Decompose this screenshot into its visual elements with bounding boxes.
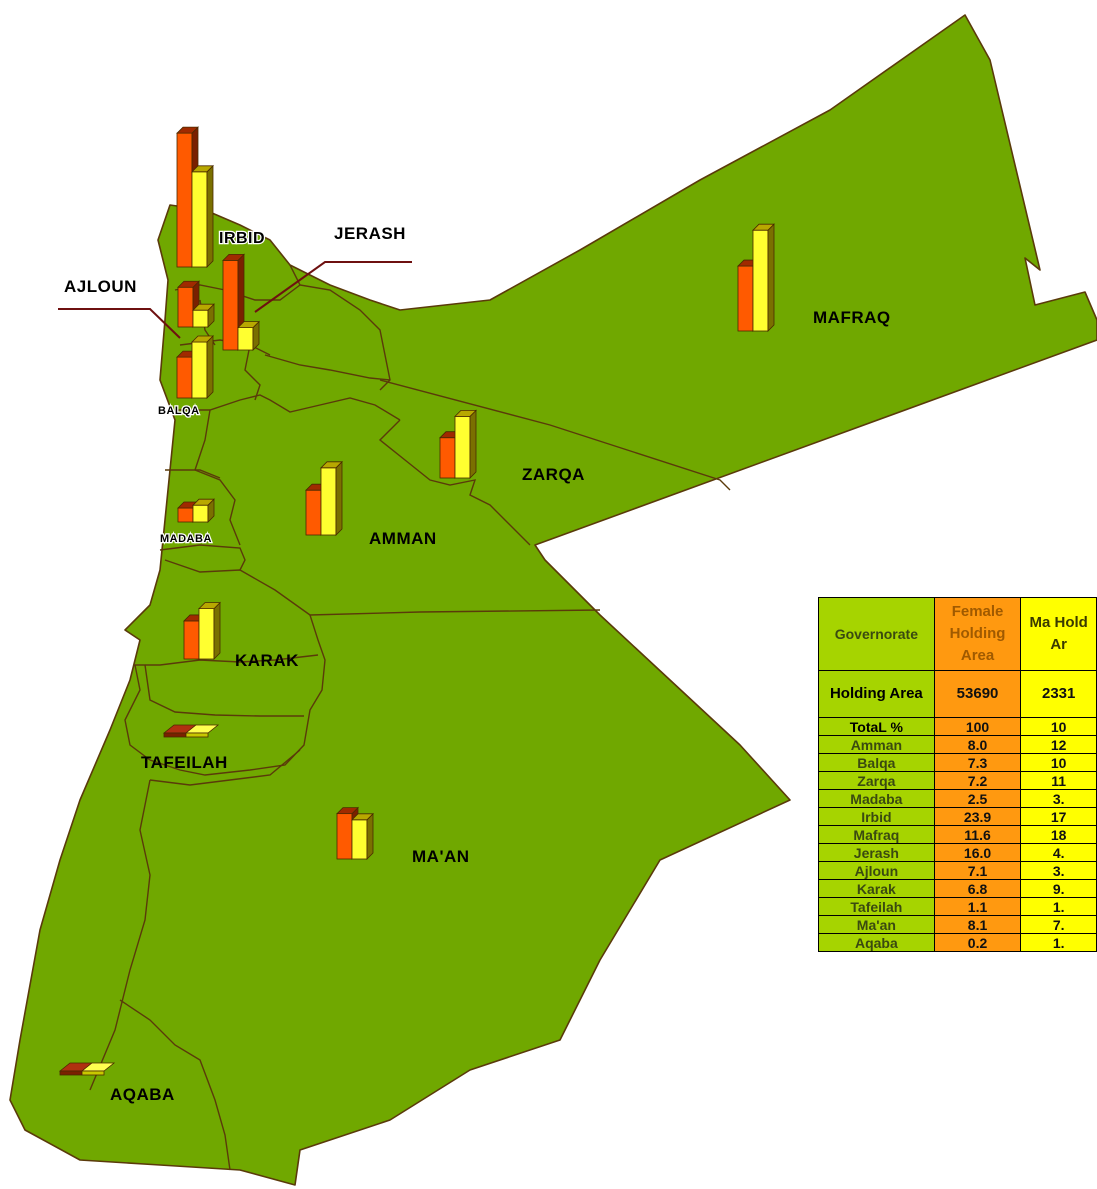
bar-male-aqaba — [80, 1062, 116, 1076]
bar-male-jerash — [237, 320, 260, 351]
governorate-cell: Ajloun — [818, 861, 935, 880]
female-value-cell: 6.8 — [933, 879, 1022, 898]
bar-male-karak — [198, 601, 221, 660]
governorate-cell: Aqaba — [818, 933, 935, 952]
bar-male-irbid — [191, 164, 214, 268]
female-value-cell: 0.2 — [933, 933, 1022, 952]
label-maan: MA'AN — [412, 847, 470, 866]
bar-male-balqa — [191, 335, 214, 399]
governorate-cell: Karak — [818, 879, 935, 898]
label-jerash: JERASH — [334, 224, 406, 243]
label-aqaba: AQABA — [110, 1085, 175, 1104]
total-row: TotaL % 100 10 — [818, 717, 1097, 736]
bar-male-tafeilah — [184, 724, 220, 738]
bar-male-maan — [351, 812, 374, 860]
governorate-cell: Amman — [818, 735, 935, 754]
female-value-cell: 8.0 — [933, 735, 1022, 754]
male-value-cell: 3. — [1020, 789, 1097, 808]
holding-area-label: Holding Area — [818, 670, 935, 718]
governorate-cell: Zarqa — [818, 771, 935, 790]
governorate-labels: IRBID JERASH AJLOUN BALQA MAFRAQ ZARQA M… — [64, 224, 891, 1104]
governorate-cell: Irbid — [818, 807, 935, 826]
governorate-cell: Balqa — [818, 753, 935, 772]
male-value-cell: 1. — [1020, 897, 1097, 916]
female-value-cell: 7.2 — [933, 771, 1022, 790]
female-value-cell: 11.6 — [933, 825, 1022, 844]
governorate-cell: Jerash — [818, 843, 935, 862]
bar-chart-overlay — [58, 126, 775, 1076]
male-value-cell: 9. — [1020, 879, 1097, 898]
male-value-cell: 18 — [1020, 825, 1097, 844]
total-label: TotaL % — [818, 717, 935, 736]
female-value-cell: 8.1 — [933, 915, 1022, 934]
label-amman: AMMAN — [369, 529, 437, 548]
jordan-outline — [9, 14, 1097, 1186]
male-value-cell: 17 — [1020, 807, 1097, 826]
ajloun-leader-line — [58, 308, 181, 339]
label-zarqa: ZARQA — [522, 465, 585, 484]
label-ajloun: AJLOUN — [64, 277, 137, 296]
female-value-cell: 7.3 — [933, 753, 1022, 772]
governorate-cell: Mafraq — [818, 825, 935, 844]
governorate-cell: Tafeilah — [818, 897, 935, 916]
header-governorate: Governorate — [818, 597, 935, 671]
label-balqa: BALQA — [158, 405, 200, 417]
male-value-cell: 10 — [1020, 753, 1097, 772]
male-value-cell: 7. — [1020, 915, 1097, 934]
label-irbid: IRBID — [219, 230, 265, 247]
male-value-cell: 11 — [1020, 771, 1097, 790]
female-value-cell: 16.0 — [933, 843, 1022, 862]
bar-male-ajloun — [192, 303, 215, 328]
bar-male-mafraq — [752, 223, 775, 332]
holding-area-female: 53690 — [933, 670, 1022, 718]
governorate-cell: Madaba — [818, 789, 935, 808]
female-value-cell: 7.1 — [933, 861, 1022, 880]
header-male: Ma Hold Ar — [1020, 597, 1097, 671]
male-value-cell: 4. — [1020, 843, 1097, 862]
female-value-cell: 2.5 — [933, 789, 1022, 808]
table-header-row: Governorate Female Holding Area Ma Hold … — [818, 597, 1097, 671]
female-value-cell: 1.1 — [933, 897, 1022, 916]
bar-male-zarqa — [454, 409, 477, 479]
holding-area-male: 2331 — [1020, 670, 1097, 718]
label-madaba: MADABA — [160, 533, 212, 545]
header-female: Female Holding Area — [933, 597, 1022, 671]
governorate-borders — [89, 264, 731, 1171]
female-value-cell: 23.9 — [933, 807, 1022, 826]
label-tafeilah: TAFEILAH — [141, 753, 228, 772]
label-karak: KARAK — [235, 651, 299, 670]
male-value-cell: 12 — [1020, 735, 1097, 754]
male-value-cell: 1. — [1020, 933, 1097, 952]
jerash-leader-line — [254, 261, 412, 313]
label-mafraq: MAFRAQ — [813, 308, 891, 327]
holding-area-row: Holding Area 53690 2331 — [818, 670, 1097, 718]
total-male: 10 — [1020, 717, 1097, 736]
holding-area-table: Governorate Female Holding Area Ma Hold … — [818, 597, 1097, 952]
bar-male-madaba — [192, 498, 215, 523]
total-female: 100 — [933, 717, 1022, 736]
bar-male-amman — [320, 460, 343, 536]
governorate-cell: Ma'an — [818, 915, 935, 934]
male-value-cell: 3. — [1020, 861, 1097, 880]
